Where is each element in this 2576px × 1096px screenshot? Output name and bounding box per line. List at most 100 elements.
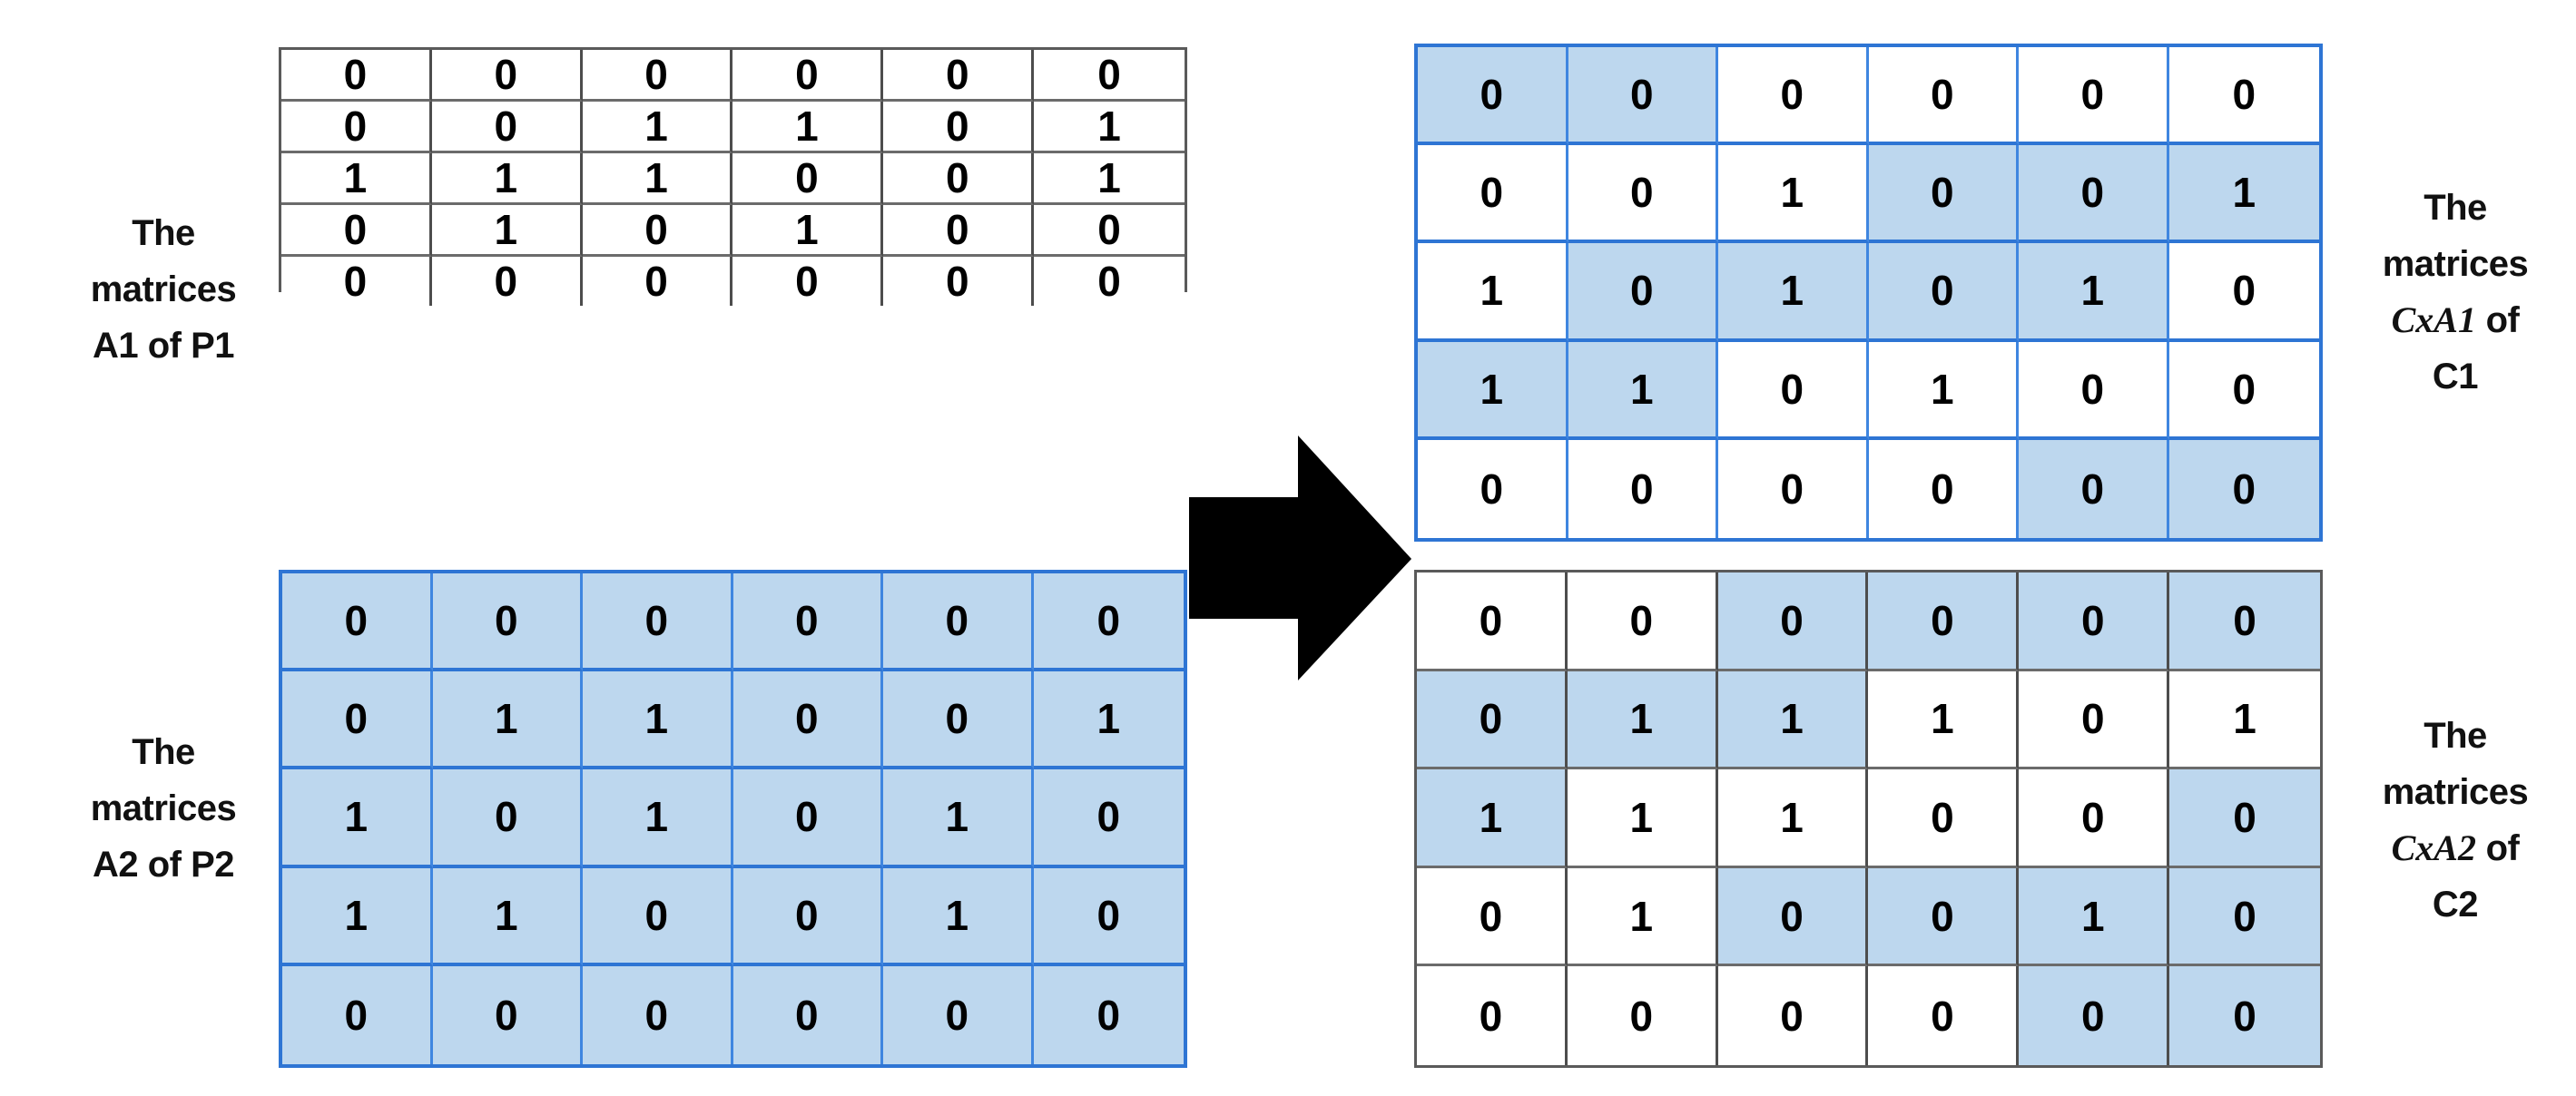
label-a2-of-p2: The matrices A2 of P2 (54, 724, 272, 893)
label-math-term: CxA2 (2391, 827, 2476, 868)
matrix-cell: 1 (583, 671, 733, 770)
matrix-cell: 0 (2169, 966, 2320, 1065)
matrix-cell: 0 (2019, 145, 2169, 244)
matrix-cell: 0 (281, 205, 432, 257)
matrix-cell: 0 (732, 769, 883, 868)
matrix-cell: 0 (1034, 205, 1185, 257)
matrix-cell: 0 (1717, 966, 1869, 1065)
matrix-cell: 0 (1567, 966, 1718, 1065)
matrix-cell: 1 (2169, 670, 2320, 770)
matrix-cell: 1 (431, 205, 583, 257)
matrix-cell: 0 (883, 205, 1035, 257)
matrix-cell: 0 (2169, 769, 2320, 868)
matrix-cell: 0 (1033, 573, 1184, 672)
matrix-cell: 1 (1418, 341, 1568, 440)
matrix-cell: 0 (1417, 966, 1568, 1065)
label-of-word: of (2475, 828, 2520, 868)
matrix-cell: 0 (281, 102, 432, 153)
matrix-cell: 0 (2019, 966, 2170, 1065)
matrix-cell: 0 (1418, 47, 1568, 146)
matrix-cell: 0 (732, 573, 883, 672)
matrix-cell: 1 (1034, 153, 1185, 205)
matrix-cell: 0 (1868, 572, 2020, 671)
matrix-cell: 0 (883, 965, 1034, 1064)
matrix-cell: 1 (1034, 102, 1185, 153)
matrix-cell: 0 (582, 205, 733, 257)
matrix-cell: 1 (582, 102, 733, 153)
label-line-1: The (2424, 188, 2487, 228)
matrix-cell: 1 (2019, 867, 2170, 967)
matrix-cell: 1 (282, 867, 433, 966)
label-math-term: CxA1 (2391, 299, 2476, 340)
matrix-cell: 0 (583, 867, 733, 966)
matrix-cell: 0 (582, 50, 733, 102)
matrix-cell: 0 (1568, 145, 1718, 244)
matrix-cell: 0 (2169, 867, 2320, 967)
matrix-cell: 0 (2019, 670, 2170, 770)
label-line-2: matrices (90, 269, 237, 309)
matrix-cell: 0 (732, 965, 883, 1064)
matrix-cell: 0 (883, 50, 1035, 102)
matrix-cell: 1 (1567, 769, 1718, 868)
matrix-cell: 0 (1868, 966, 2020, 1065)
matrix-cell: 1 (1568, 341, 1718, 440)
matrix-cell: 1 (732, 102, 884, 153)
matrix-cell: 0 (1868, 867, 2020, 967)
matrix-cell: 0 (1868, 243, 2019, 342)
matrix-cell: 0 (1417, 572, 1568, 671)
matrix-cell: 1 (582, 153, 733, 205)
matrix-cell: 1 (1868, 341, 2019, 440)
matrix-cell: 0 (1034, 257, 1185, 306)
matrix-cell: 0 (1568, 47, 1718, 146)
matrix-cell: 1 (1418, 243, 1568, 342)
label-cxa1-of-c1: The matrices CxA1 of C1 (2342, 180, 2569, 405)
matrix-cell: 0 (431, 257, 583, 306)
label-line-3: A1 of P1 (92, 326, 235, 366)
matrix-cell: 0 (732, 867, 883, 966)
matrix-cell: 1 (431, 153, 583, 205)
matrix-cell: 0 (883, 671, 1034, 770)
matrix-cell: 0 (1717, 572, 1869, 671)
matrix-cell: 0 (282, 671, 433, 770)
matrix-cell: 0 (1568, 439, 1718, 538)
matrix-cell: 0 (883, 102, 1035, 153)
label-line-4: C2 (2432, 885, 2479, 925)
matrix-cell: 0 (2019, 439, 2169, 538)
matrix-cell: 0 (883, 153, 1035, 205)
matrix-cell: 0 (1568, 243, 1718, 342)
matrix-cell: 0 (1418, 145, 1568, 244)
matrix-cell: 1 (281, 153, 432, 205)
matrix-cell: 1 (2019, 243, 2169, 342)
right-block-arrow-icon (1189, 435, 1411, 680)
matrix-cell: 1 (1033, 671, 1184, 770)
matrix-cell: 0 (1418, 439, 1568, 538)
matrix-cell: 0 (732, 257, 884, 306)
matrix-cell: 0 (2168, 47, 2319, 146)
label-line-3: CxA1 of (2342, 292, 2569, 348)
matrix-cell: 0 (1718, 439, 1869, 538)
matrix-cell: 0 (282, 965, 433, 1064)
matrix-cell: 0 (2019, 769, 2170, 868)
matrix-cell: 1 (1717, 670, 1869, 770)
matrix-cell: 1 (583, 769, 733, 868)
matrix-cell: 0 (2019, 47, 2169, 146)
matrix-cell: 0 (732, 153, 884, 205)
matrix-cell: 0 (1717, 867, 1869, 967)
matrix-cell: 0 (1718, 47, 1869, 146)
matrix-cell: 1 (1718, 243, 1869, 342)
matrix-cell: 0 (282, 573, 433, 672)
matrix-cell: 0 (883, 573, 1034, 672)
matrix-cell: 0 (431, 102, 583, 153)
label-line-3: CxA2 of (2342, 820, 2569, 876)
matrix-cell: 0 (2168, 341, 2319, 440)
matrix-cell: 1 (432, 867, 583, 966)
matrix-cell: 1 (732, 205, 884, 257)
label-line-3: A2 of P2 (92, 845, 235, 885)
matrix-cell: 0 (1868, 145, 2019, 244)
matrix-cell: 1 (883, 867, 1034, 966)
